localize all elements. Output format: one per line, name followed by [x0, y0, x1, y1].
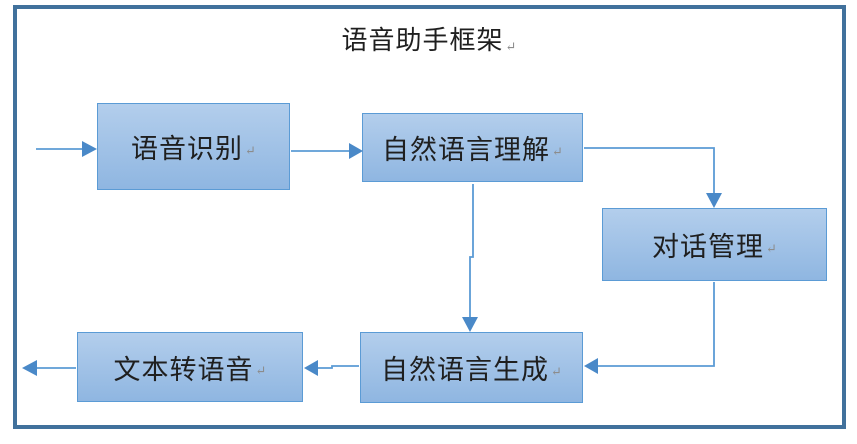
- connector-nlu-to-nlg[interactable]: [462, 184, 478, 332]
- node-label: 自然语言理解: [382, 135, 551, 165]
- arrowhead-right-icon: [349, 143, 363, 159]
- node-label: 语音识别: [131, 134, 244, 164]
- connector-dialogue-management-to-nlg[interactable]: [584, 282, 715, 374]
- node-natural-language-understanding[interactable]: 自然语言理解↵: [362, 113, 583, 182]
- diagram-border-frame: [13, 5, 846, 429]
- arrowhead-left-icon: [22, 360, 37, 376]
- node-text-to-speech[interactable]: 文本转语音↵: [77, 332, 303, 402]
- arrowhead-right-icon: [82, 141, 97, 157]
- node-label: 文本转语音: [113, 354, 254, 385]
- diagram-title: 语音助手框架↵: [17, 20, 842, 57]
- connector-nlu-to-dialogue-management[interactable]: [584, 147, 722, 208]
- paragraph-mark-icon: ↵: [505, 39, 518, 54]
- arrowhead-left-icon: [584, 358, 598, 374]
- arrowhead-down-icon: [706, 193, 722, 208]
- paragraph-mark-icon: ↵: [255, 363, 267, 378]
- arrowhead-left-icon: [304, 360, 318, 376]
- connector-input-to-speech-recognition[interactable]: [36, 141, 97, 157]
- connector-speech-recognition-to-nlu[interactable]: [291, 143, 363, 159]
- node-label: 自然语言生成: [381, 355, 550, 385]
- paragraph-mark-icon: ↵: [245, 142, 256, 158]
- paragraph-mark-icon: ↵: [551, 363, 562, 379]
- node-natural-language-generation[interactable]: 自然语言生成↵: [360, 332, 583, 403]
- diagram-title-text: 语音助手框架: [341, 26, 504, 55]
- connector-tts-to-output[interactable]: [22, 360, 76, 376]
- node-dialogue-management[interactable]: 对话管理↵: [602, 208, 827, 281]
- node-speech-recognition[interactable]: 语音识别↵: [97, 103, 290, 190]
- node-label: 对话管理: [652, 232, 765, 262]
- paragraph-mark-icon: ↵: [766, 240, 777, 256]
- paragraph-mark-icon: ↵: [552, 143, 563, 159]
- connector-nlg-to-tts[interactable]: [304, 360, 359, 376]
- arrowhead-down-icon: [462, 317, 478, 332]
